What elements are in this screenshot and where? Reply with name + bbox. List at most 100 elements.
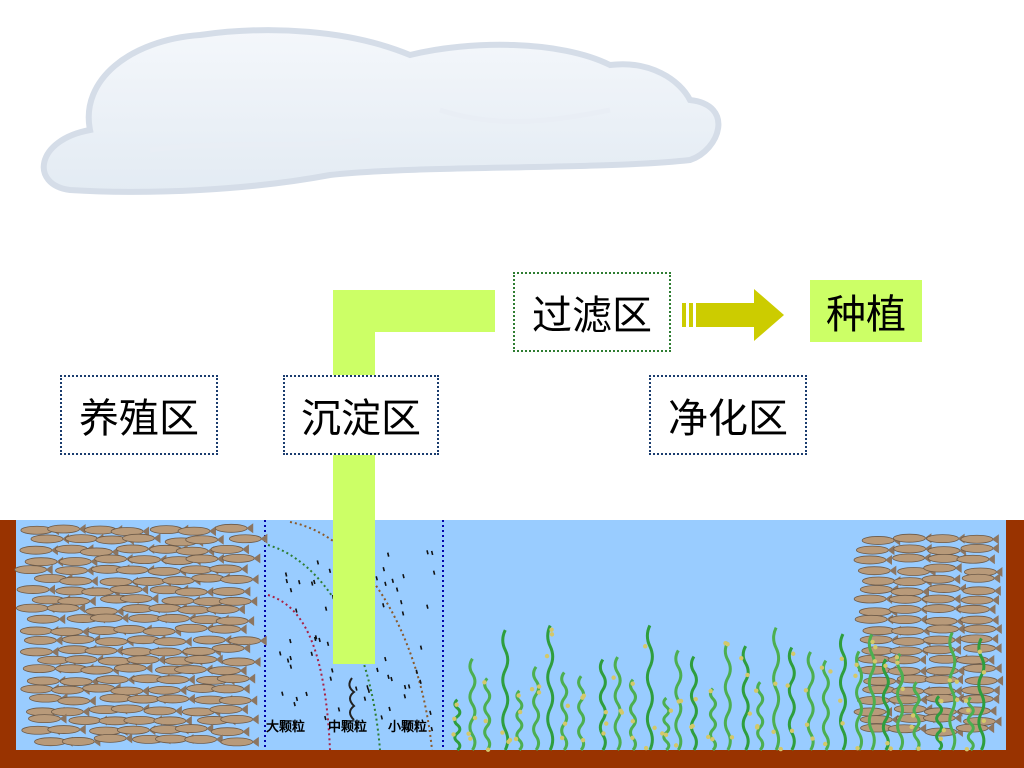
breeding-zone-label: 养殖区	[60, 375, 218, 455]
plant-bud	[754, 725, 760, 730]
plant-bud	[452, 716, 457, 722]
plant-bud	[472, 715, 478, 721]
fish	[185, 534, 224, 545]
particle	[408, 721, 412, 726]
plant-bud	[872, 659, 878, 664]
fish	[126, 654, 166, 665]
plant-stem	[577, 675, 586, 751]
plant-bud	[663, 732, 669, 738]
plant-bud	[981, 670, 987, 675]
purification-zone-label: 净化区	[649, 375, 807, 455]
plant-bud	[706, 734, 711, 740]
fish	[963, 663, 1002, 674]
fish	[923, 686, 962, 697]
particle	[289, 588, 293, 593]
fish	[891, 625, 930, 636]
plant-bud	[785, 683, 790, 688]
fish	[857, 565, 897, 576]
plant-bud	[549, 627, 554, 632]
plant-bud	[981, 718, 987, 724]
particle	[316, 560, 320, 565]
fish	[211, 683, 250, 694]
plant-bud	[725, 642, 730, 647]
plant-bud	[710, 736, 715, 742]
plant-stem	[723, 641, 732, 751]
plant-stem	[546, 624, 555, 751]
plant-bud	[517, 709, 523, 715]
particle	[289, 638, 292, 644]
particle	[386, 552, 390, 557]
plant-bud	[838, 698, 843, 703]
fish	[210, 544, 249, 555]
fish	[192, 634, 232, 645]
particle	[384, 656, 387, 662]
plant-stem	[935, 695, 944, 752]
fish	[143, 705, 182, 716]
plant-bud	[804, 722, 810, 727]
fish	[960, 615, 999, 626]
plant-bud	[529, 687, 535, 692]
cloud-shape	[40, 27, 722, 195]
particle	[278, 651, 282, 656]
fish	[215, 616, 255, 627]
plant-bud	[668, 708, 674, 713]
fish	[921, 574, 961, 585]
plant-bud	[888, 746, 893, 751]
plant-bud	[544, 653, 550, 659]
plant-bud	[854, 662, 859, 667]
particle	[330, 668, 334, 673]
plant-bud	[803, 688, 809, 693]
fish	[956, 554, 995, 565]
fish	[220, 574, 259, 585]
plant-bud	[941, 728, 947, 733]
fish	[922, 634, 962, 645]
fish	[153, 636, 192, 647]
fish	[24, 635, 63, 646]
plant-bud	[966, 708, 971, 713]
plant-bud	[708, 688, 713, 694]
plant-bud	[810, 736, 815, 741]
fish	[210, 726, 250, 737]
fish	[853, 554, 893, 565]
fish	[147, 685, 187, 696]
plant-bud	[900, 686, 905, 692]
fish	[147, 566, 187, 577]
plant-bud	[500, 730, 505, 735]
fish	[959, 633, 999, 644]
purification-zone-text: 净化区	[668, 396, 788, 442]
plant-stem	[821, 659, 830, 751]
particle	[326, 641, 330, 647]
fish	[156, 674, 195, 685]
fish	[119, 593, 159, 604]
water-tank	[0, 520, 1024, 768]
plant-stem	[806, 651, 815, 751]
fish	[50, 626, 89, 637]
plant-bud	[559, 735, 565, 741]
plant-stem	[881, 658, 890, 751]
sedimentation-zone-label: 沉淀区	[283, 375, 439, 455]
particle	[313, 636, 317, 642]
fish	[960, 595, 999, 606]
plant-bud	[822, 741, 828, 747]
particle	[313, 579, 316, 585]
plant-bud	[630, 735, 635, 741]
plant-bud	[454, 702, 459, 707]
particle	[407, 684, 411, 689]
fish	[114, 663, 153, 674]
particle	[402, 573, 405, 579]
plant-stem	[613, 656, 622, 751]
plant-bud	[916, 746, 921, 751]
filtration-zone-text: 过滤区	[532, 293, 652, 339]
plant-stem	[501, 629, 510, 751]
plant-bud	[630, 718, 636, 724]
fish	[89, 613, 129, 624]
plant-bud	[660, 731, 665, 736]
particle	[384, 581, 387, 587]
plant-bud	[938, 736, 943, 742]
filtration-zone-label: 过滤区	[513, 272, 671, 352]
fish	[890, 586, 929, 597]
plant-bud	[643, 745, 649, 751]
fish	[922, 594, 961, 605]
plant-bud	[791, 651, 796, 656]
plant-bud	[466, 731, 471, 736]
